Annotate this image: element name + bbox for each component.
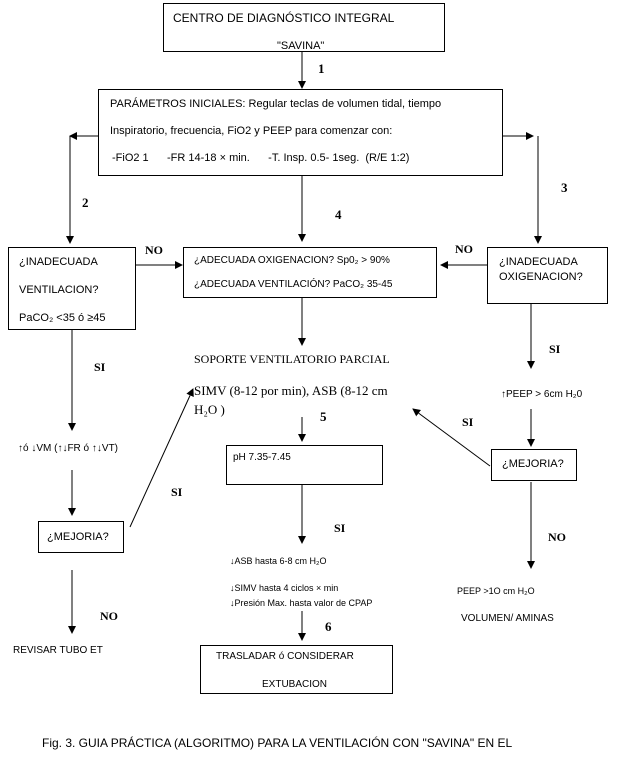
step-number-5: 5 xyxy=(320,409,327,424)
label-si-left-diag: SI xyxy=(171,485,183,499)
label-no-right: NO xyxy=(455,242,473,256)
step-number-3: 3 xyxy=(561,180,568,195)
right-no-line1: PEEP >1O cm H₂O xyxy=(457,586,535,596)
center-step1: ↓ASB hasta 6-8 cm H₂O xyxy=(230,556,327,566)
step-number-6: 6 xyxy=(325,619,332,634)
center-step3: ↓Presión Max. hasta valor de CPAP xyxy=(230,598,373,608)
center-step2: ↓SIMV hasta 4 ciclos × min xyxy=(230,583,339,593)
right-peep-text: ↑PEEP > 6cm H₂0 xyxy=(501,389,583,400)
support-line1: SOPORTE VENTILATORIO PARCIAL xyxy=(194,352,390,366)
label-no-left-bottom: NO xyxy=(100,609,118,623)
right-no-line2: VOLUMEN/ AMINAS xyxy=(461,613,554,624)
right-mejoria-label: ¿MEJORIA? xyxy=(502,458,564,470)
label-si-center: SI xyxy=(334,521,346,535)
title-line2: "SAVINA" xyxy=(277,40,325,52)
center-line2: ¿ADECUADA VENTILACIÓN? PaCO₂ 35-45 xyxy=(194,279,393,290)
label-si-right-diag: SI xyxy=(462,415,474,429)
step-number-4: 4 xyxy=(335,207,342,222)
title-box: CENTRO DE DIAGNÓSTICO INTEGRAL "SAVINA" xyxy=(163,3,445,52)
left-line3: PaCO₂ <35 ó ≥45 xyxy=(19,312,106,324)
params-line3: -FiO2 1 -FR 14-18 × min. -T. Insp. 0.5- … xyxy=(112,152,410,164)
label-si-right: SI xyxy=(549,342,561,356)
title-line1: CENTRO DE DIAGNÓSTICO INTEGRAL xyxy=(173,11,395,25)
step-number-1: 1 xyxy=(318,61,325,76)
revisar-text: REVISAR TUBO ET xyxy=(13,645,103,656)
right-line1: ¿INADECUADA xyxy=(499,256,578,268)
trasladar-line1: TRASLADAR ó CONSIDERAR xyxy=(216,651,354,662)
label-si-left: SI xyxy=(94,360,106,374)
label-no-left: NO xyxy=(145,243,163,257)
arrow-right-si-diag xyxy=(412,408,491,467)
ph-box: pH 7.35-7.45 xyxy=(226,445,383,485)
left-mejoria-box: ¿MEJORIA? xyxy=(38,521,124,553)
left-line2: VENTILACION? xyxy=(19,284,99,296)
left-decision-box: ¿INADECUADA VENTILACION? PaCO₂ <35 ó ≥45 xyxy=(8,247,136,330)
right-line2: OXIGENACION? xyxy=(499,271,583,283)
left-mejoria-label: ¿MEJORIA? xyxy=(47,531,109,543)
label-no-right-bottom: NO xyxy=(548,530,566,544)
right-mejoria-box: ¿MEJORIA? xyxy=(491,449,577,481)
params-box: PARÁMETROS INICIALES: Regular teclas de … xyxy=(98,89,503,176)
left-adjust-text: ↑ó ↓VM (↑↓FR ó ↑↓VT) xyxy=(18,443,119,454)
step-number-2: 2 xyxy=(82,195,89,210)
support-line2: SIMV (8-12 por min), ASB (8-12 cm xyxy=(194,383,388,398)
figure-caption: Fig. 3. GUIA PRÁCTICA (ALGORITMO) PARA L… xyxy=(42,736,513,750)
arrow-left-si-diag xyxy=(129,388,194,528)
support-line3: H₂O ) xyxy=(194,402,225,417)
center-line1: ¿ADECUADA OXIGENACION? Sp0₂ > 90% xyxy=(194,255,390,266)
left-line1: ¿INADECUADA xyxy=(19,256,98,268)
params-line2: Inspiratorio, frecuencia, FiO2 y PEEP pa… xyxy=(110,125,393,137)
ph-label: pH 7.35-7.45 xyxy=(233,452,291,463)
trasladar-line2: EXTUBACION xyxy=(262,679,328,690)
right-decision-box: ¿INADECUADA OXIGENACION? xyxy=(487,247,608,304)
trasladar-box: TRASLADAR ó CONSIDERAR EXTUBACION xyxy=(200,645,393,694)
params-line1: PARÁMETROS INICIALES: Regular teclas de … xyxy=(110,98,442,110)
center-decision-box: ¿ADECUADA OXIGENACION? Sp0₂ > 90% ¿ADECU… xyxy=(183,247,437,298)
